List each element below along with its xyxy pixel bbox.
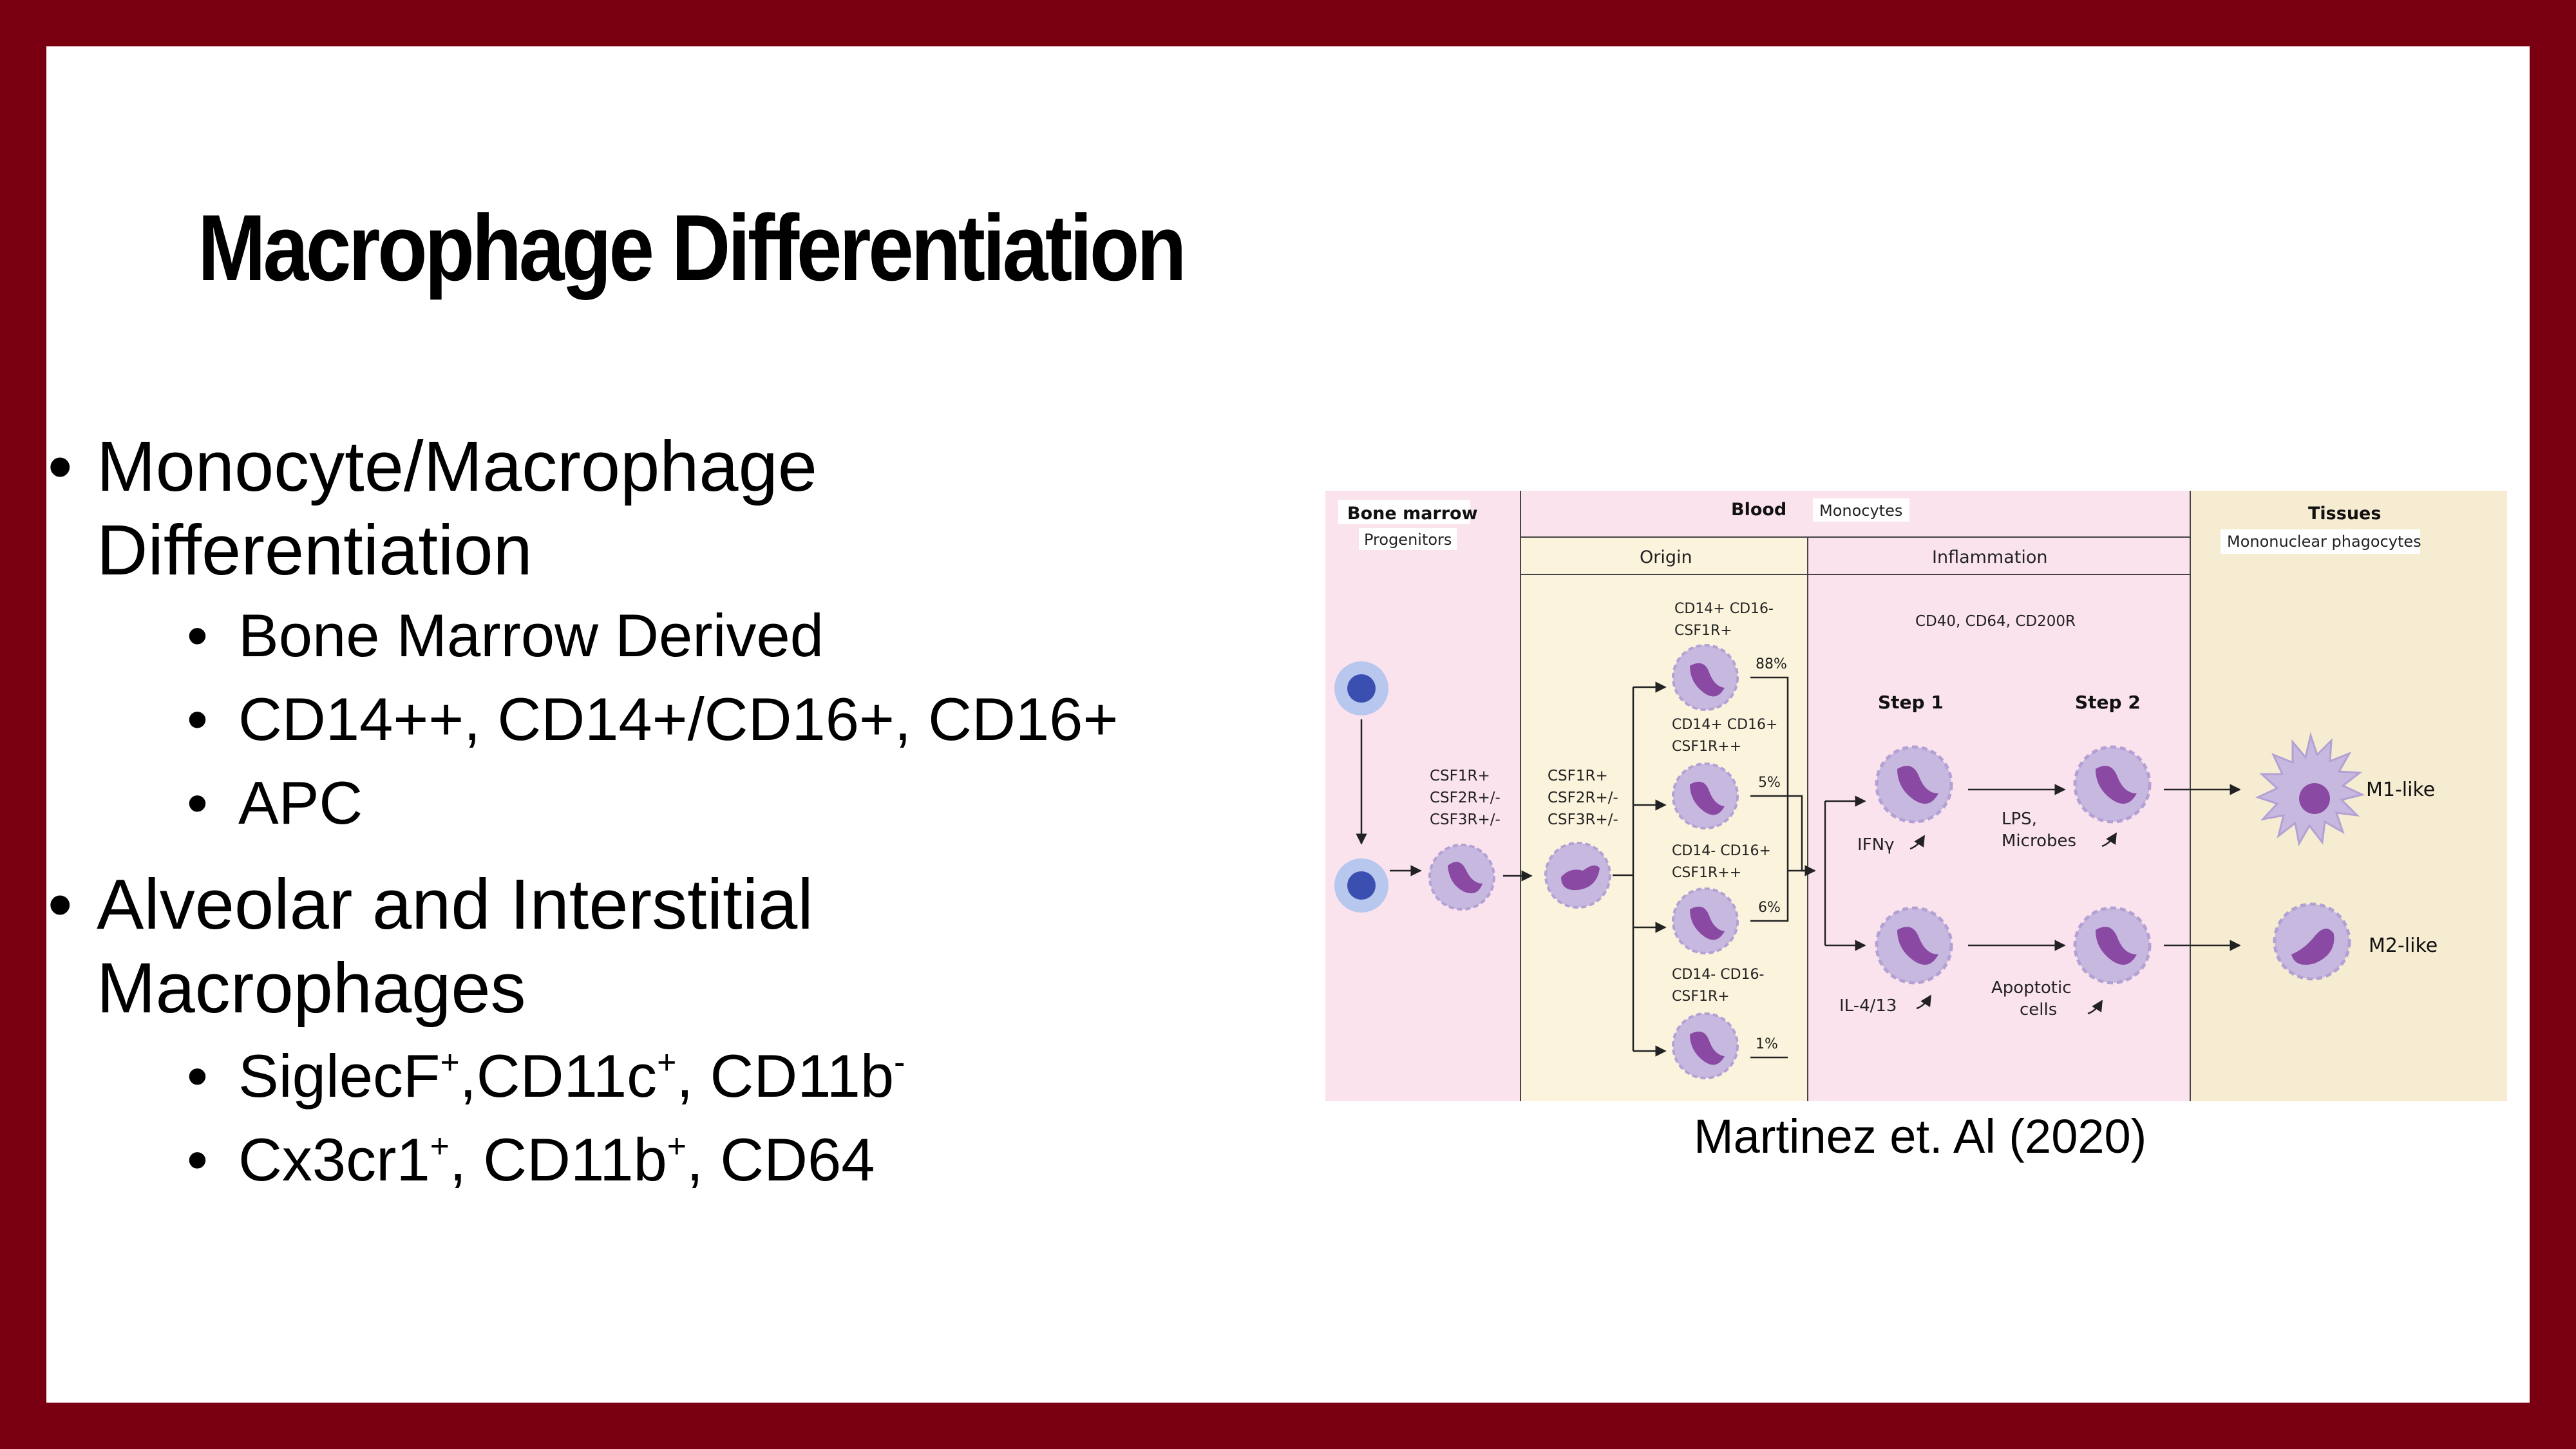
subset-marker: CD14+ CD16+ [1672,717,1777,733]
marker-sup: + [430,1126,450,1164]
sub-bullet-text: CD14++, CD14+/CD16+, CD16+ [238,685,1119,753]
marker-text: CSF1R+ [1430,768,1490,784]
marker-text: CSF2R+/- [1430,790,1501,806]
bullet-text: Macrophages [97,949,526,1028]
slide: Macrophage Differentiation • Monocyte/Ma… [46,46,2530,1403]
monocyte-cell [1672,887,1739,954]
subset-marker: CSF1R++ [1672,739,1741,755]
marker-text: ,CD11c [459,1042,658,1110]
marker-sup: + [667,1126,687,1164]
stimulus-arrow [2087,999,2103,1015]
origin-label: Origin [1640,547,1692,567]
m2-macrophage [2273,902,2351,981]
m2-label: M2-like [2369,934,2438,957]
progenitor-nucleus [1347,674,1376,703]
percentage-label: 5% [1758,775,1781,791]
marker-text: CSF3R+/- [1548,811,1618,828]
bone-marrow-panel [1325,491,1520,1101]
marker-sup: + [657,1043,677,1081]
m1-macrophage [2255,732,2365,847]
marker-text: CSF2R+/- [1548,790,1618,806]
microbes-label: Microbes [2002,831,2076,851]
bone-marrow-label: Bone marrow [1347,504,1478,524]
bullet-dot: • [187,1126,208,1193]
label-box [1813,498,1909,522]
bullet-dot: • [187,769,208,837]
activated-monocyte-cell [1875,906,1953,985]
step2-label: Step 2 [2075,692,2141,713]
subset-marker: CD14+ CD16- [1674,601,1774,617]
marker-sup: - [894,1043,905,1081]
subset-marker: CSF1R++ [1672,865,1741,881]
bullet-dot: • [187,1042,208,1110]
activated-monocyte-cell [1875,745,1953,824]
bullet-dot: • [187,601,208,669]
branch-line [1750,676,1789,871]
monocyte-cell [1672,762,1739,829]
label-box [2221,529,2420,554]
cells-label: cells [2020,1000,2057,1019]
branch-line [1750,871,1789,922]
apoptotic-label: Apoptotic [1991,978,2072,998]
differentiation-figure: Bone marrow Progenitors Blood Monocytes … [1325,491,2507,1101]
blood-label: Blood [1731,500,1786,520]
subset-marker: CSF1R+ [1672,989,1730,1005]
sub-bullet-text: SiglecF+,CD11c+, CD11b- [238,1041,905,1112]
il4-label: IL-4/13 [1839,996,1897,1016]
sub-bullet-text: Cx3cr1+, CD11b+, CD64 [238,1124,875,1195]
progenitor-nucleus [1347,871,1376,900]
marker-text: , CD11b [449,1126,667,1193]
step1-label: Step 1 [1878,692,1944,713]
inflammation-label: Inflammation [1932,547,2048,567]
bullet-dot: • [48,427,73,506]
subset-marker: CSF1R+ [1674,623,1732,639]
mononuclear-label: Mononuclear phagocytes [2227,533,2421,551]
marker-text: , CD11b [676,1042,895,1110]
slide-title: Macrophage Differentiation [198,195,1187,300]
stimulus-arrow [2101,832,2117,848]
monocyte-cell [1544,842,1611,909]
marker-text: CSF1R+ [1548,768,1608,784]
marker-text: CSF3R+/- [1430,811,1501,828]
bullet-dot: • [48,865,73,944]
monocyte-cell [1672,644,1739,711]
activated-monocyte-cell [2073,906,2152,985]
sub-bullet-text: Bone Marrow Derived [238,601,824,669]
tissues-label: Tissues [2308,504,2381,524]
stimulus-arrow [1909,835,1926,850]
progenitors-label: Progenitors [1364,531,1452,549]
subset-marker: CD14- CD16- [1672,967,1764,983]
inflammation-markers: CD40, CD64, CD200R [1915,613,2076,630]
stimulus-arrow [1916,994,1932,1010]
monocytes-label: Monocytes [1819,502,1902,520]
m1-label: M1-like [2366,779,2435,801]
monocyte-cell [1428,844,1495,911]
sub-bullet-text: APC [238,769,363,837]
ifn-label: IFNγ [1857,835,1894,855]
marker-text: SiglecF [238,1042,440,1110]
marker-text: , CD64 [686,1126,875,1193]
bullet-text: Monocyte/Macrophage [97,427,817,506]
subset-marker: CD14- CD16+ [1672,843,1771,859]
percentage-label: 1% [1756,1036,1778,1052]
bullet-dot: • [187,685,208,753]
bullet-text: Differentiation [97,511,533,590]
activated-monocyte-cell [2073,745,2152,824]
monocyte-cell [1672,1012,1739,1079]
figure-caption: Martinez et. Al (2020) [1694,1110,2147,1163]
percentage-label: 6% [1758,900,1781,916]
label-box [1338,500,1470,524]
bullet-text: Alveolar and Interstitial [97,865,813,944]
lps-label: LPS, [2002,810,2037,829]
percentage-label: 88% [1756,656,1787,672]
label-box [1359,528,1457,550]
marker-sup: + [440,1043,460,1081]
marker-text: Cx3cr1 [238,1126,430,1193]
